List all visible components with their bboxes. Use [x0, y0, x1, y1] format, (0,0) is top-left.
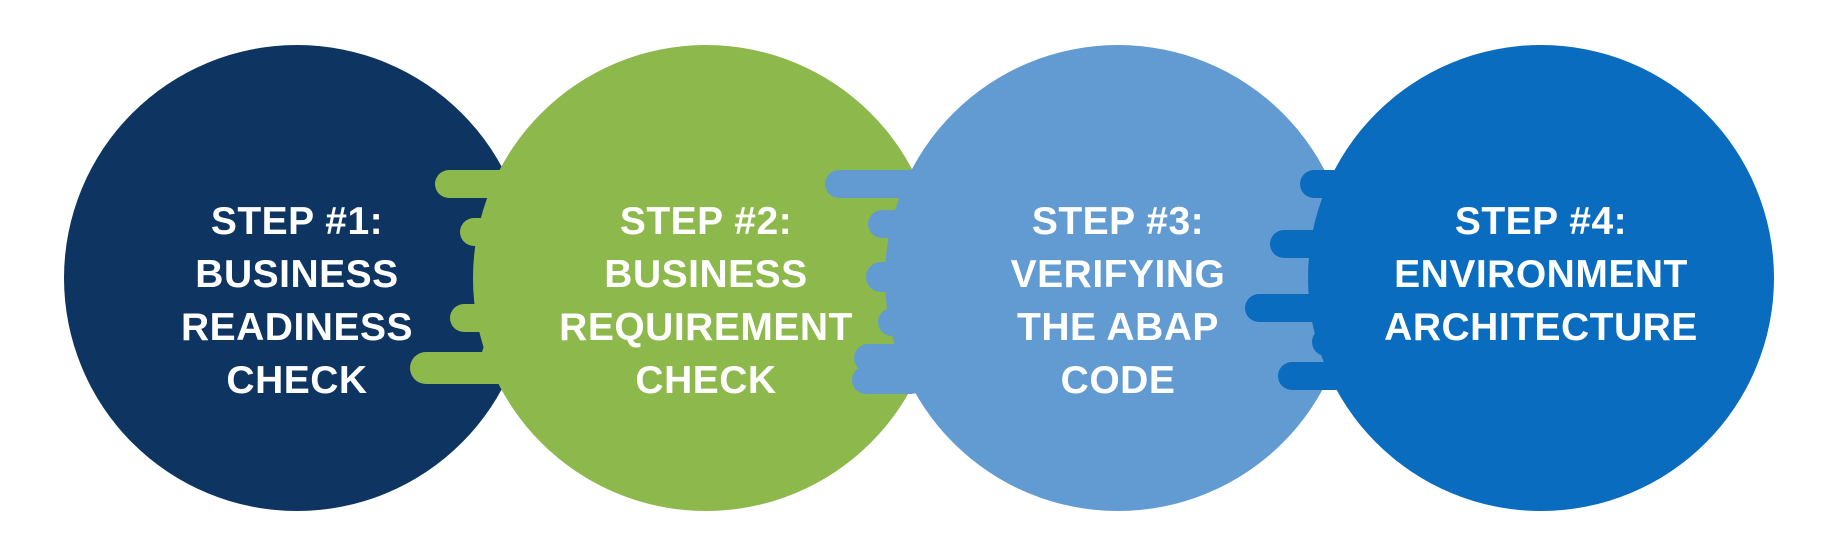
connector-2-3 [825, 170, 946, 394]
step-4-text: STEP #4: ENVIRONMENT ARCHITECTURE [1371, 195, 1711, 354]
step-3-circle [885, 45, 1351, 511]
step-2-line-3: CHECK [635, 359, 777, 402]
step-4-circle [1308, 45, 1774, 511]
step-3-line-2: THE ABAP [1017, 306, 1219, 349]
step-4-heading: STEP #4: [1454, 200, 1628, 243]
step-1-text: STEP #1: BUSINESS READINESS CHECK [127, 195, 467, 407]
connector-3-4 [1245, 170, 1360, 390]
step-2-circle [473, 45, 939, 511]
step-2-text: STEP #2: BUSINESS REQUIREMENT CHECK [536, 195, 876, 407]
step-3-text: STEP #3: VERIFYING THE ABAP CODE [948, 195, 1288, 407]
step-1-line-3: CHECK [226, 359, 368, 402]
step-1-heading: STEP #1: [210, 200, 384, 243]
step-3-heading: STEP #3: [1031, 200, 1205, 243]
connector-1-2 [410, 170, 545, 384]
step-4-line-1: ENVIRONMENT [1394, 253, 1688, 296]
step-4-line-2: ARCHITECTURE [1384, 306, 1698, 349]
step-1-circle [64, 45, 530, 511]
step-1-line-1: BUSINESS [195, 253, 399, 296]
step-2-line-2: REQUIREMENT [559, 306, 853, 349]
step-3-line-1: VERIFYING [1010, 253, 1226, 296]
step-2-heading: STEP #2: [619, 200, 793, 243]
step-3-line-3: CODE [1060, 359, 1176, 402]
step-1-line-2: READINESS [180, 306, 414, 349]
step-2-line-1: BUSINESS [604, 253, 808, 296]
